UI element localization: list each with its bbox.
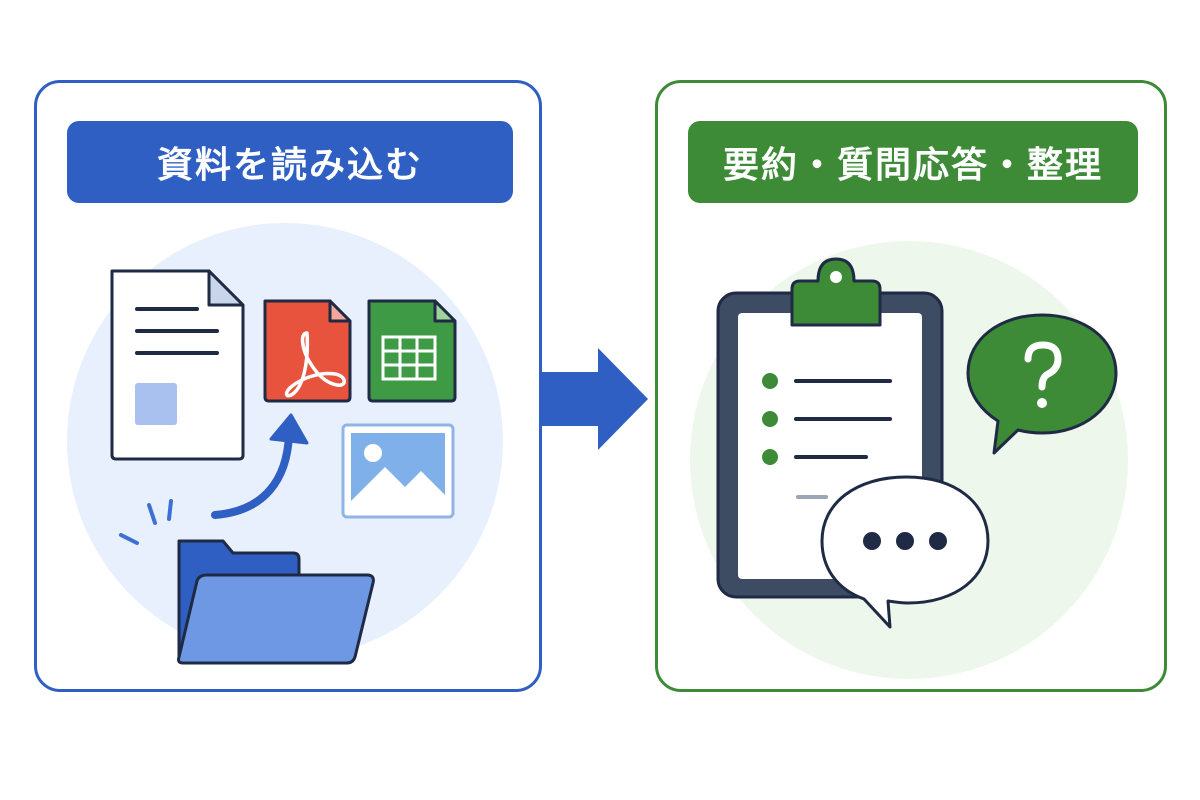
typing-bubble-icon (820, 475, 990, 629)
folder-icon (177, 539, 375, 665)
document-icon (110, 269, 245, 461)
summarize-answer-organize-title: 要約・質問応答・整理 (688, 121, 1138, 203)
right-arrow-icon (540, 348, 648, 450)
document-icons-group (110, 269, 457, 665)
pdf-icon (263, 299, 352, 403)
upload-arrow-icon (211, 413, 309, 519)
load-documents-title: 資料を読み込む (67, 121, 513, 203)
image-icon (341, 423, 455, 519)
sparkle-lines (119, 499, 173, 545)
load-documents-panel: 資料を読み込む (34, 80, 542, 692)
spreadsheet-icon (367, 299, 457, 403)
analysis-icons-group (716, 257, 1118, 629)
question-bubble-icon (966, 313, 1118, 455)
summarize-answer-organize-panel: 要約・質問応答・整理 (655, 80, 1167, 692)
